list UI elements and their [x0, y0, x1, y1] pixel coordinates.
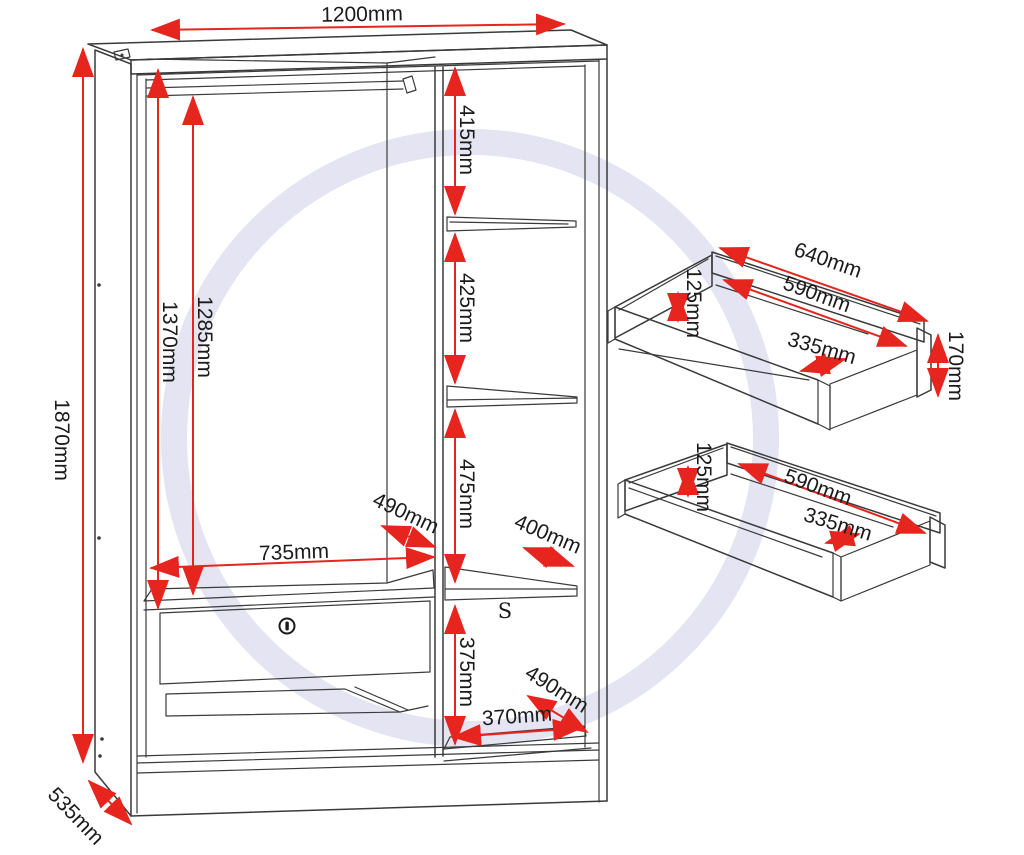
label-right-width: 370mm [481, 703, 552, 731]
wardrobe-top-panel [87, 29, 608, 61]
drawer1-side-end [817, 379, 831, 431]
bottom-front-edge [130, 800, 608, 817]
cam-fixing-dots [97, 283, 104, 758]
label-overall-depth: 535mm [43, 783, 108, 849]
drawer1-end-panel [614, 254, 713, 339]
dim-arrow-335-top [799, 353, 847, 377]
hanging-rail [146, 75, 417, 97]
label-shelf-depth: 400mm [511, 510, 584, 559]
dim-arrow-400 [522, 546, 575, 568]
left-section-floor [143, 569, 435, 611]
label-drawer1-internal-width: 590mm [780, 272, 854, 318]
shelf-3 [444, 566, 578, 601]
dim-arrow-1200 [150, 13, 566, 41]
ceiling-inner-line [145, 65, 586, 81]
watermark-letter: S [498, 599, 512, 623]
label-section-415: 415mm [455, 105, 478, 175]
dim-arrow-535 [87, 779, 133, 826]
dim-arrow-590-bottom [737, 463, 927, 534]
label-overall-height: 1870mm [50, 399, 73, 481]
label-hanging-height-rail: 1285mm [193, 296, 216, 378]
drawer1-corner-edge [607, 306, 616, 344]
drawer1-side-panel [614, 306, 819, 425]
dim-arrow-590-top [722, 279, 908, 347]
label-drawer1-front-height: 170mm [944, 331, 967, 401]
drawer2-front-edge [929, 516, 946, 569]
shelf-2 [446, 385, 578, 408]
label-left-depth: 490mm [369, 488, 442, 538]
wardrobe-side-panel [94, 49, 132, 817]
label-drawer1-internal-depth: 335mm [785, 328, 859, 369]
top-drawer-drawing [607, 251, 932, 431]
dim-arrow-490-right [526, 694, 589, 734]
hinge-bracket [113, 48, 131, 61]
drawer2-side-panel [624, 479, 834, 598]
label-section-375: 375mm [455, 637, 478, 707]
label-left-width: 735mm [259, 540, 330, 565]
dim-arrow-735 [149, 547, 436, 578]
dim-arrow-490-left [380, 525, 437, 548]
dimension-arrows [72, 13, 949, 826]
label-section-425: 425mm [455, 273, 478, 343]
drawer2-corner-edge [617, 479, 626, 519]
plinth-line [136, 759, 600, 774]
drawer2-end-panel [624, 443, 728, 512]
dim-arrow-335-bottom [824, 525, 861, 552]
lock-keyhole [285, 621, 289, 631]
ceiling-front-line [136, 60, 600, 76]
label-section-475: 475mm [455, 459, 478, 529]
label-drawer1-internal-height: 125mm [682, 268, 705, 338]
drawer2-side-end [832, 552, 842, 602]
open-drawer-slot [165, 686, 429, 717]
label-hanging-height-full: 1370mm [158, 301, 181, 383]
centre-divider [434, 66, 444, 758]
internal-drawer-front [159, 600, 431, 685]
hinge-pin [120, 53, 124, 57]
label-overall-width: 1200mm [321, 2, 403, 26]
label-drawer2-internal-height: 125mm [692, 442, 715, 512]
shelf-1 [446, 216, 577, 232]
label-drawer2-internal-width: 590mm [781, 465, 855, 511]
